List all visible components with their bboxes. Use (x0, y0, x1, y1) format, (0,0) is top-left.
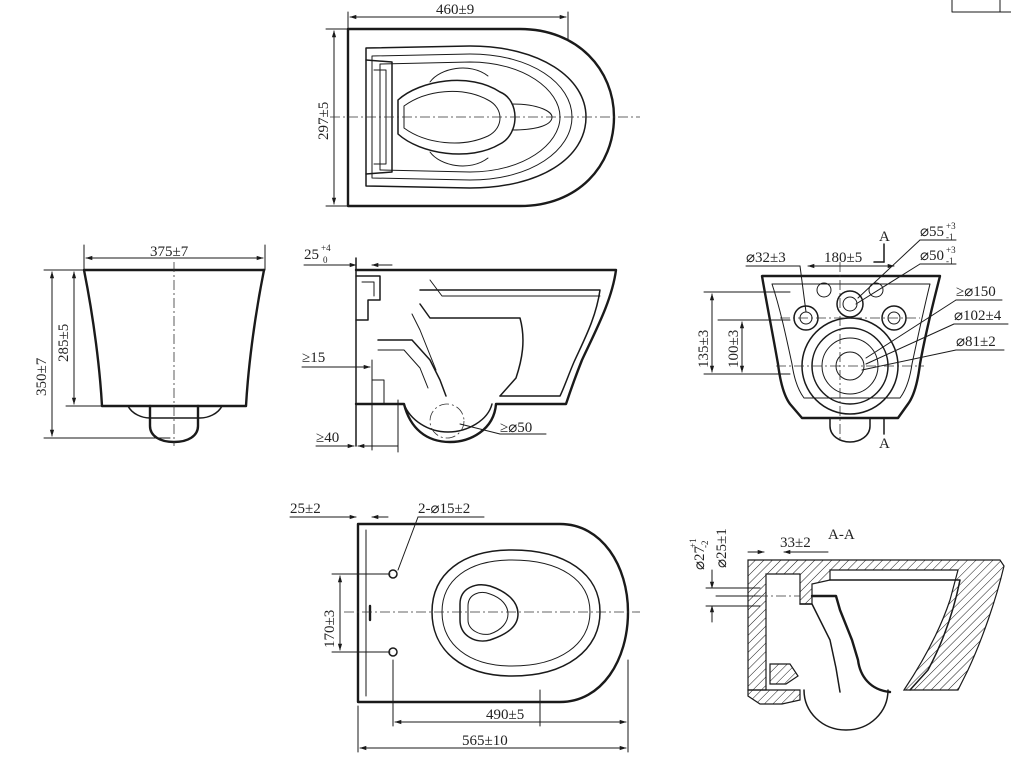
dim-side-outlet: ≥⌀50 (500, 420, 532, 436)
top-view: 460±9 297±5 (316, 2, 640, 208)
dim-side-offset-sup: +4 (321, 243, 331, 253)
dim-bottom-490: 490±5 (486, 707, 524, 723)
dim-front-height-total: 350±7 (34, 357, 50, 396)
dim-side-offset-sub: 0 (323, 255, 328, 265)
dim-section-27-sub: -2 (700, 541, 710, 549)
dim-rear-pipe-55-main: ⌀55 (920, 224, 944, 240)
section-marker-top: A (879, 229, 890, 245)
dim-rear-pipe-55-sup: +3 (946, 221, 956, 231)
dim-side-offset-main: 25 (304, 247, 319, 263)
dim-bottom-holes: 2-⌀15±2 (418, 501, 470, 517)
dim-side-min-15: ≥15 (302, 350, 325, 366)
dim-front-width: 375±7 (150, 244, 189, 260)
dim-rear-pipe-50-sup: +3 (946, 245, 956, 255)
dim-bottom-565: 565±10 (462, 733, 508, 749)
dim-section-27-main: ⌀27 (692, 545, 708, 570)
side-view: 25 +4 0 ≥15 ≥40 ≥⌀50 (301, 243, 618, 453)
dim-section-25: ⌀25±1 (714, 528, 730, 568)
dim-bottom-25: 25±2 (290, 501, 321, 517)
dim-rear-102: ⌀102±4 (954, 308, 1002, 324)
dim-rear-pipe-50-main: ⌀50 (920, 248, 944, 264)
dim-rear-pipe-32: ⌀32±3 (746, 250, 786, 266)
dim-section-33: 33±2 (780, 535, 811, 551)
dim-rear-81: ⌀81±2 (956, 334, 996, 350)
dim-rear-pipe-50-sub: -1 (946, 256, 954, 266)
dim-rear-100: 100±3 (726, 330, 742, 368)
section-a-a: A-A 33±2 ⌀27 +1 -2 ⌀25±1 (688, 527, 1005, 731)
rear-view: A A ⌀32±3 180±5 ⌀55 +3 -1 ⌀50 +3 -1 ≥⌀15… (696, 221, 1009, 452)
dim-rear-spacing-180: 180±5 (824, 250, 862, 266)
title-block-corner (951, 0, 1011, 13)
bottom-view: 25±2 2-⌀15±2 170±3 490±5 565±10 (289, 501, 640, 753)
dim-front-height-rim: 285±5 (56, 324, 72, 362)
dim-rear-135: 135±3 (696, 330, 712, 368)
dim-bottom-170: 170±3 (322, 610, 338, 648)
dim-side-min-40: ≥40 (316, 430, 339, 446)
front-view: 375±7 350±7 285±5 (34, 244, 266, 446)
dim-rear-pipe-55-sub: -1 (946, 232, 954, 242)
section-marker-bottom: A (879, 436, 890, 452)
section-title: A-A (828, 527, 855, 543)
dim-section-27-sup: +1 (688, 538, 698, 548)
dim-rear-150: ≥⌀150 (956, 284, 996, 300)
dim-top-depth: 297±5 (316, 102, 332, 140)
dim-top-width: 460±9 (436, 2, 474, 18)
